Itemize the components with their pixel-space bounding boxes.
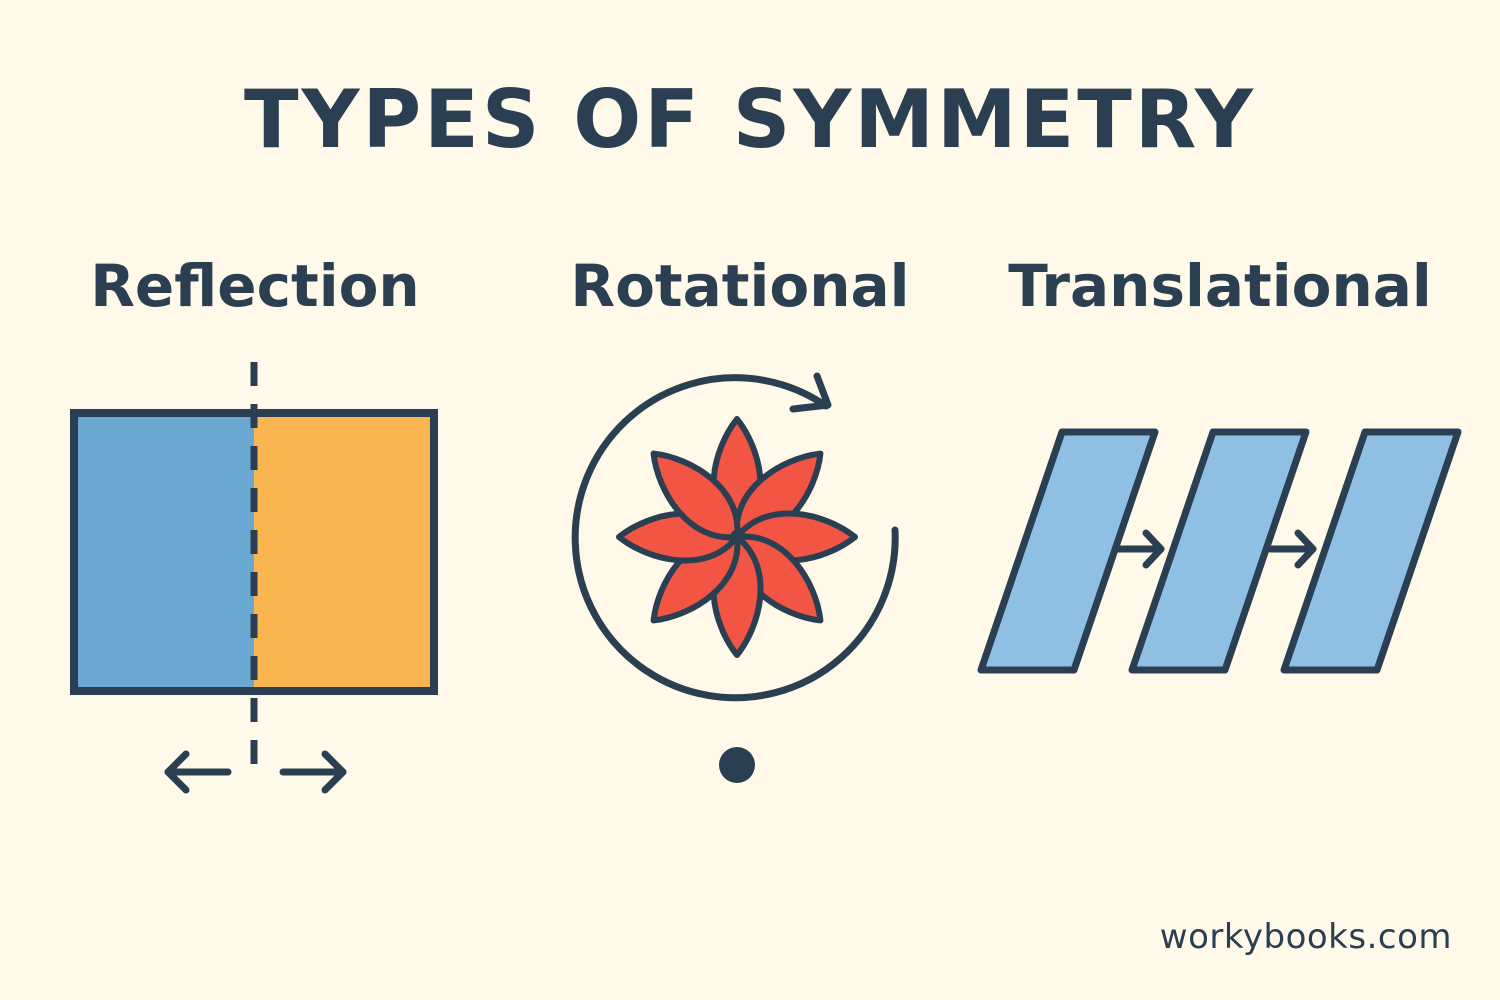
site-credit: workybooks.com bbox=[1159, 917, 1452, 957]
rotation-circular-arrow bbox=[571, 374, 899, 702]
translation-parallelograms-icon bbox=[977, 428, 1462, 674]
center-dot bbox=[719, 747, 755, 783]
reflection-label: Reflection bbox=[90, 252, 420, 320]
parallelogram-3 bbox=[1280, 428, 1462, 674]
translational-label: Translational bbox=[1008, 252, 1432, 320]
flower-icon bbox=[616, 416, 858, 658]
reflection-right-half bbox=[254, 413, 434, 691]
page-title: TYPES OF SYMMETRY bbox=[244, 73, 1256, 166]
translation-arrow-2-icon bbox=[1266, 529, 1317, 569]
rotation-flower-icon bbox=[571, 372, 899, 783]
reflection-square-icon bbox=[70, 362, 438, 794]
rotational-label: Rotational bbox=[570, 252, 910, 320]
rotation-arrowhead bbox=[789, 372, 832, 413]
left-arrow-icon bbox=[164, 750, 232, 794]
reflection-left-half bbox=[74, 413, 254, 691]
flower-center bbox=[730, 530, 744, 544]
translation-arrow-1-icon bbox=[1114, 529, 1165, 569]
flower-petal bbox=[650, 450, 741, 541]
parallelogram-2 bbox=[1128, 428, 1310, 674]
parallelogram-1 bbox=[977, 428, 1159, 674]
right-arrow-icon bbox=[279, 750, 347, 794]
